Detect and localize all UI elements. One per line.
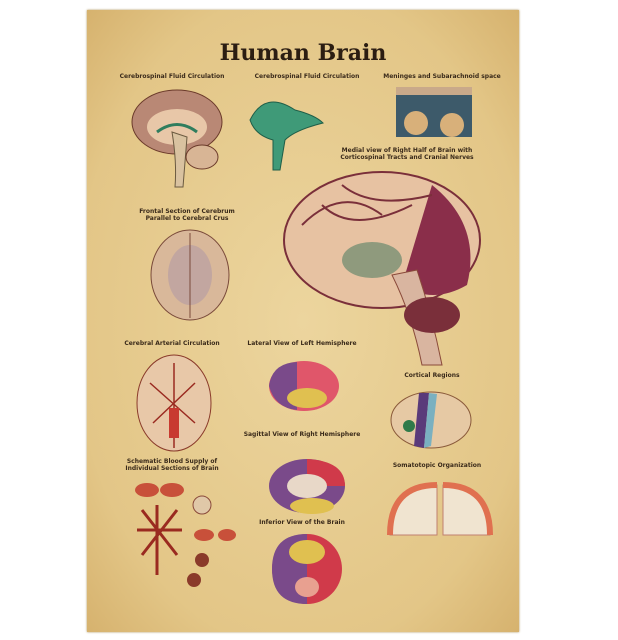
- section-title-sagittal-view: Sagittal View of Right Hemisphere: [243, 431, 361, 438]
- section-title-meninges: Meninges and Subarachnoid space: [383, 73, 501, 80]
- section-title-frontal-section: Frontal Section of Cerebrum Parallel to …: [139, 208, 235, 222]
- section-title-csf-circulation-2: Cerebrospinal Fluid Circulation: [254, 73, 360, 80]
- brain-poster: Human Brain Cerebrospinal Fluid Circulat…: [87, 10, 519, 632]
- section-title-lateral-view: Lateral View of Left Hemisphere: [247, 340, 357, 347]
- section-title-medial-view: Medial view of Right Half of Brain with …: [340, 147, 474, 161]
- csf-circulation-diagram-2: [249, 101, 324, 171]
- medial-view-brain-diagram: [283, 171, 481, 366]
- section-title-schematic-blood-supply: Schematic Blood Supply of Individual Sec…: [125, 458, 219, 472]
- somatotopic-organization-diagram: [387, 482, 493, 536]
- meninges-diagram: [396, 87, 472, 137]
- section-title-cortical-regions: Cortical Regions: [404, 372, 460, 379]
- frontal-section-diagram: [150, 229, 230, 321]
- section-title-cerebral-arterial: Cerebral Arterial Circulation: [124, 340, 220, 347]
- section-title-inferior-view: Inferior View of the Brain: [259, 519, 345, 526]
- cerebral-arterial-diagram: [136, 354, 212, 452]
- csf-circulation-diagram-1: [131, 89, 223, 188]
- poster-title: Human Brain: [219, 40, 387, 66]
- sagittal-view-diagram: [269, 459, 345, 514]
- schematic-blood-supply-diagram: [135, 483, 236, 587]
- cortical-regions-diagram: [390, 391, 472, 449]
- section-title-somatotopic: Somatotopic Organization: [392, 462, 482, 469]
- section-title-csf-circulation-1: Cerebrospinal Fluid Circulation: [119, 73, 225, 80]
- inferior-view-diagram: [272, 534, 342, 604]
- lateral-view-diagram: [269, 361, 339, 411]
